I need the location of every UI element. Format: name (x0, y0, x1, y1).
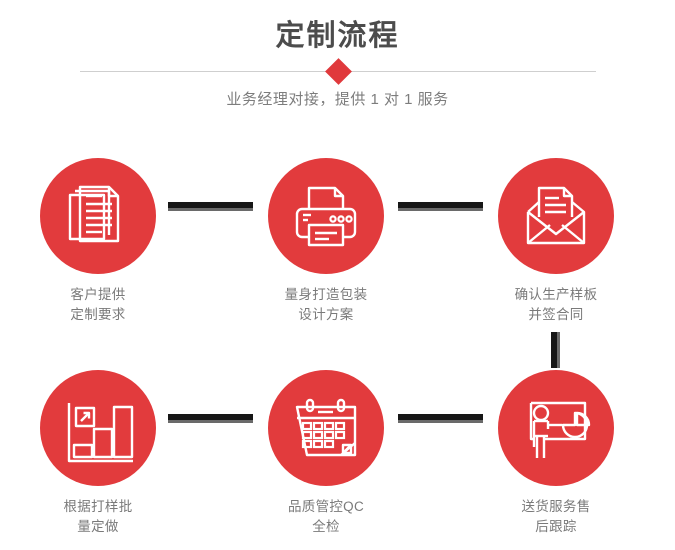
step-6-label-line2: 后跟踪 (535, 519, 577, 534)
step-5-label-line2: 全检 (312, 519, 340, 534)
connector-step4-step5 (168, 414, 253, 423)
connector-step2-step3 (398, 202, 483, 211)
divider (80, 58, 596, 85)
bar-chart-growth-icon (67, 403, 134, 463)
step-5-circle[interactable] (268, 370, 384, 486)
step-4-label-line1: 根据打样批 (63, 499, 133, 514)
step-6-caption: 送货服务售 后跟踪 (476, 497, 636, 537)
presentation-pie-chart-icon (529, 401, 591, 458)
connector-step1-step2 (168, 202, 253, 211)
connector-bar-shadow (168, 208, 253, 211)
step-2-caption: 量身打造包装 设计方案 (246, 285, 406, 325)
step-3-circle[interactable] (498, 158, 614, 274)
connector-bar-shadow (398, 420, 483, 423)
header-section: 定制流程 业务经理对接，提供 1 对 1 服务 (0, 0, 675, 140)
step-2-label-line2: 设计方案 (298, 307, 354, 322)
envelope-letter-icon (526, 186, 586, 245)
connector-bar-dark (551, 332, 557, 368)
connector-bar-shadow (168, 420, 253, 423)
step-1-circle[interactable] (40, 158, 156, 274)
connector-step5-step6 (398, 414, 483, 423)
connector-bar-dark (398, 414, 483, 420)
documents-icon (68, 185, 120, 243)
step-4-label-line2: 量定做 (77, 519, 119, 534)
page-subtitle: 业务经理对接，提供 1 对 1 服务 (226, 91, 449, 108)
calendar-icon (295, 398, 357, 457)
step-1-label-line1: 客户提供 (70, 287, 126, 302)
diamond-icon (325, 58, 352, 85)
printer-icon (295, 186, 357, 247)
connector-step3-step6 (551, 332, 560, 368)
connector-bar-shadow (557, 332, 560, 368)
step-2-circle[interactable] (268, 158, 384, 274)
connector-bar-dark (398, 202, 483, 208)
step-1-label-line2: 定制要求 (70, 307, 126, 322)
step-1-caption: 客户提供 定制要求 (18, 285, 178, 325)
step-5-caption: 品质管控QC 全检 (246, 497, 406, 537)
step-3-label-line2: 并签合同 (528, 307, 584, 322)
step-5-label-line1: 品质管控QC (287, 499, 365, 514)
step-6-label-line1: 送货服务售 (521, 499, 591, 514)
step-4-caption: 根据打样批 量定做 (18, 497, 178, 537)
connector-bar-dark (168, 202, 253, 208)
step-2-label-line1: 量身打造包装 (284, 287, 368, 302)
page-title: 定制流程 (275, 20, 400, 52)
step-3-label-line1: 确认生产样板 (514, 287, 598, 302)
connector-bar-shadow (398, 208, 483, 211)
step-6-circle[interactable] (498, 370, 614, 486)
step-3-caption: 确认生产样板 并签合同 (476, 285, 636, 325)
step-4-circle[interactable] (40, 370, 156, 486)
connector-bar-dark (168, 414, 253, 420)
